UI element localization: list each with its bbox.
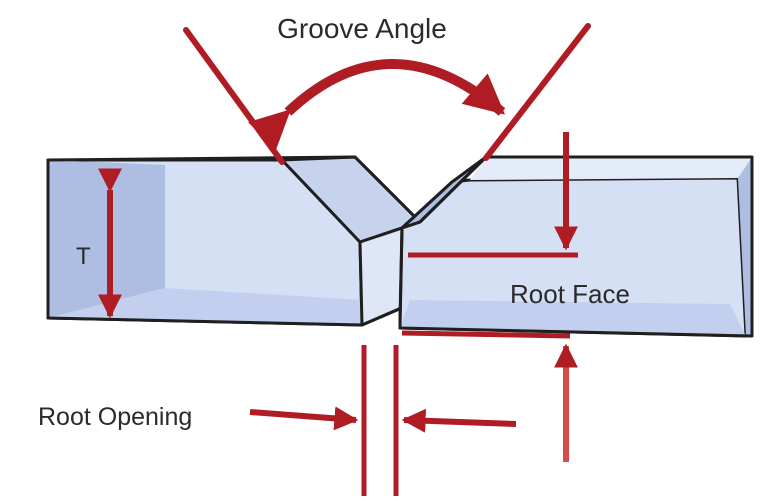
right-plate-top-shade [470,157,752,180]
groove-angle-label: Groove Angle [277,13,447,44]
groove-angle-arc-arrow [248,59,506,152]
right-plate-outline [398,155,754,338]
right-plate-bottom-shade [400,300,746,336]
root-opening-label: Root Opening [38,403,192,431]
root-face-label: Root Face [510,279,630,309]
left-plate [46,155,422,327]
left-groove-line [183,27,285,165]
right-groove-line [483,23,591,161]
root-opening-arrow-left [249,406,359,431]
right-plate [398,155,754,338]
root-opening-arrow-right [401,408,517,433]
thickness-label: T [76,243,91,270]
right-plate-side [738,157,752,336]
left-plate-bottom-shade [48,288,362,325]
root-face-bottom-line [401,330,571,339]
